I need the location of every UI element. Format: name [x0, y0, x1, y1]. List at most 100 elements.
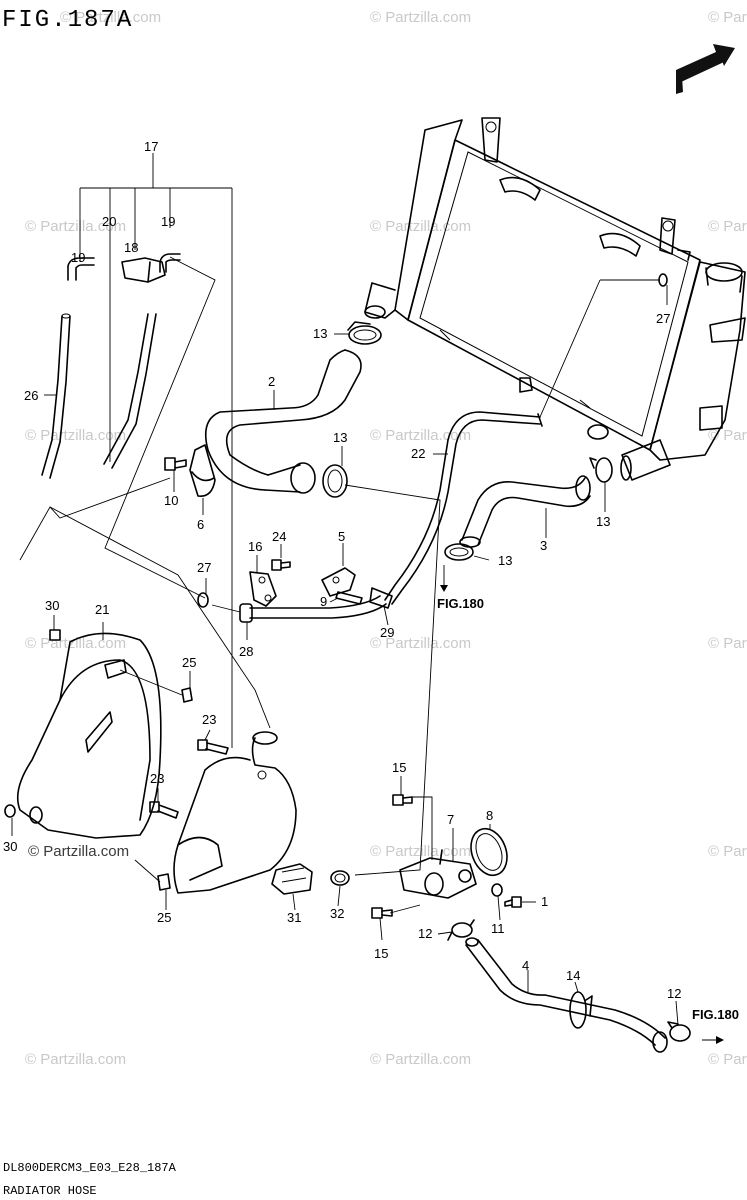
- watermark: © Partzilla.com: [370, 635, 471, 652]
- watermark: © Partzilla.com: [370, 427, 471, 444]
- clamp-12b: [667, 1021, 691, 1042]
- callout-15: 15: [374, 946, 388, 961]
- fig-ref-180[interactable]: FIG.180: [692, 1007, 739, 1022]
- radiator-hose-2: [204, 349, 362, 494]
- reservoir-tank: [173, 731, 297, 894]
- watermark: © Partzilla.com: [708, 1051, 747, 1068]
- fitting-18: [121, 257, 166, 283]
- fitting-19: [159, 253, 181, 273]
- callout-24: 24: [272, 529, 286, 544]
- callout-27: 27: [656, 311, 670, 326]
- callout-13: 13: [313, 326, 327, 341]
- callout-19: 19: [161, 214, 175, 229]
- callout-15: 15: [392, 760, 406, 775]
- callout-28: 28: [239, 644, 253, 659]
- watermark-dark: © Partzilla.com: [28, 843, 129, 860]
- hose-26: [41, 313, 71, 479]
- hose-29: [239, 587, 393, 623]
- callout-12: 12: [418, 926, 432, 941]
- o-ring-32: [330, 870, 350, 886]
- callout-13: 13: [333, 430, 347, 445]
- watermark: © Partzilla.com: [708, 635, 747, 652]
- callout-27: 27: [197, 560, 211, 575]
- callout-13: 13: [498, 553, 512, 568]
- callout-30: 30: [3, 839, 17, 854]
- callout-20: 20: [102, 214, 116, 229]
- watermark: © Partzilla.com: [370, 843, 471, 860]
- callout-30: 30: [45, 598, 59, 613]
- callout-7: 7: [447, 812, 454, 827]
- watermark: © Partzilla.com: [60, 9, 161, 26]
- callout-19: 19: [71, 250, 85, 265]
- callout-23: 23: [202, 712, 216, 727]
- grommet-25: [157, 687, 193, 891]
- callout-25: 25: [182, 655, 196, 670]
- watermark: © Partzilla.com: [370, 1051, 471, 1068]
- watermark: © Partzilla.com: [25, 218, 126, 235]
- figure-title: FIG.187A: [2, 7, 133, 34]
- watermark: © Partzilla.com: [708, 9, 747, 26]
- watermark: © Partzilla.com: [370, 9, 471, 26]
- hose-bracket-6: [189, 444, 216, 497]
- callout-3: 3: [540, 538, 547, 553]
- bolt-9: [335, 591, 363, 605]
- callout-11: 11: [491, 921, 505, 936]
- clamp-14: [569, 991, 593, 1029]
- watermark: © Partzilla.com: [708, 218, 747, 235]
- callout-17: 17: [144, 139, 158, 154]
- callout-22: 22: [411, 446, 425, 461]
- watermark: © Partzilla.com: [25, 427, 126, 444]
- callout-5: 5: [338, 529, 345, 544]
- hose-clamp: [347, 321, 382, 345]
- bolt-23: [197, 739, 229, 755]
- bolt-15: [371, 907, 393, 919]
- radiator-hose-3: [459, 475, 591, 548]
- callout-26: 26: [24, 388, 38, 403]
- radiator: [364, 117, 746, 481]
- bolt-10: [164, 457, 187, 471]
- thermostat-housing-7: [399, 849, 477, 899]
- watermark: © Partzilla.com: [25, 1051, 126, 1068]
- callout-13: 13: [596, 514, 610, 529]
- overflow-hose-22: [384, 411, 543, 605]
- bolt-15: [392, 794, 413, 806]
- callout-29: 29: [380, 625, 394, 640]
- callout-14: 14: [566, 968, 580, 983]
- watermark: © Partzilla.com: [708, 843, 747, 860]
- hose-20: [103, 313, 157, 469]
- fig-ref-180[interactable]: FIG.180: [437, 596, 484, 611]
- callout-4: 4: [522, 958, 529, 973]
- callout-10: 10: [164, 493, 178, 508]
- figure-code: DL800DERCM3_E03_E28_187A: [3, 1161, 177, 1175]
- callout-9: 9: [320, 594, 327, 609]
- watermark: © Partzilla.com: [708, 427, 747, 444]
- callout-32: 32: [330, 906, 344, 921]
- callout-1: 1: [541, 894, 548, 909]
- bolt-23: [149, 801, 179, 819]
- hose-clamp: [444, 543, 474, 561]
- reservoir-cover-21: [16, 632, 162, 839]
- bolt-30: [4, 629, 61, 818]
- bolt-24: [271, 559, 291, 571]
- callout-21: 21: [95, 602, 109, 617]
- hose-clamp: [589, 457, 613, 483]
- fwd-arrow-icon: FWD: [676, 44, 735, 94]
- callout-23: 23: [150, 771, 164, 786]
- callouts: 17 20 19 18 19 26 13 2 13 22 27 13 3 13 …: [3, 139, 739, 1022]
- part-31: [271, 863, 313, 895]
- watermarks: © Partzilla.com © Partzilla.com © Partzi…: [25, 9, 747, 1068]
- watermark: © Partzilla.com: [25, 635, 126, 652]
- bracket-5: [321, 567, 356, 597]
- washer-11: [491, 883, 503, 897]
- watermark: © Partzilla.com: [370, 218, 471, 235]
- callout-16: 16: [248, 539, 262, 554]
- callout-12: 12: [667, 986, 681, 1001]
- hose-clamp: [322, 464, 348, 498]
- callout-8: 8: [486, 808, 493, 823]
- callout-31: 31: [287, 910, 301, 925]
- bracket-16: [249, 571, 277, 607]
- figure-caption: RADIATOR HOSE: [3, 1184, 97, 1198]
- callout-6: 6: [197, 517, 204, 532]
- clamp-12: [447, 919, 475, 941]
